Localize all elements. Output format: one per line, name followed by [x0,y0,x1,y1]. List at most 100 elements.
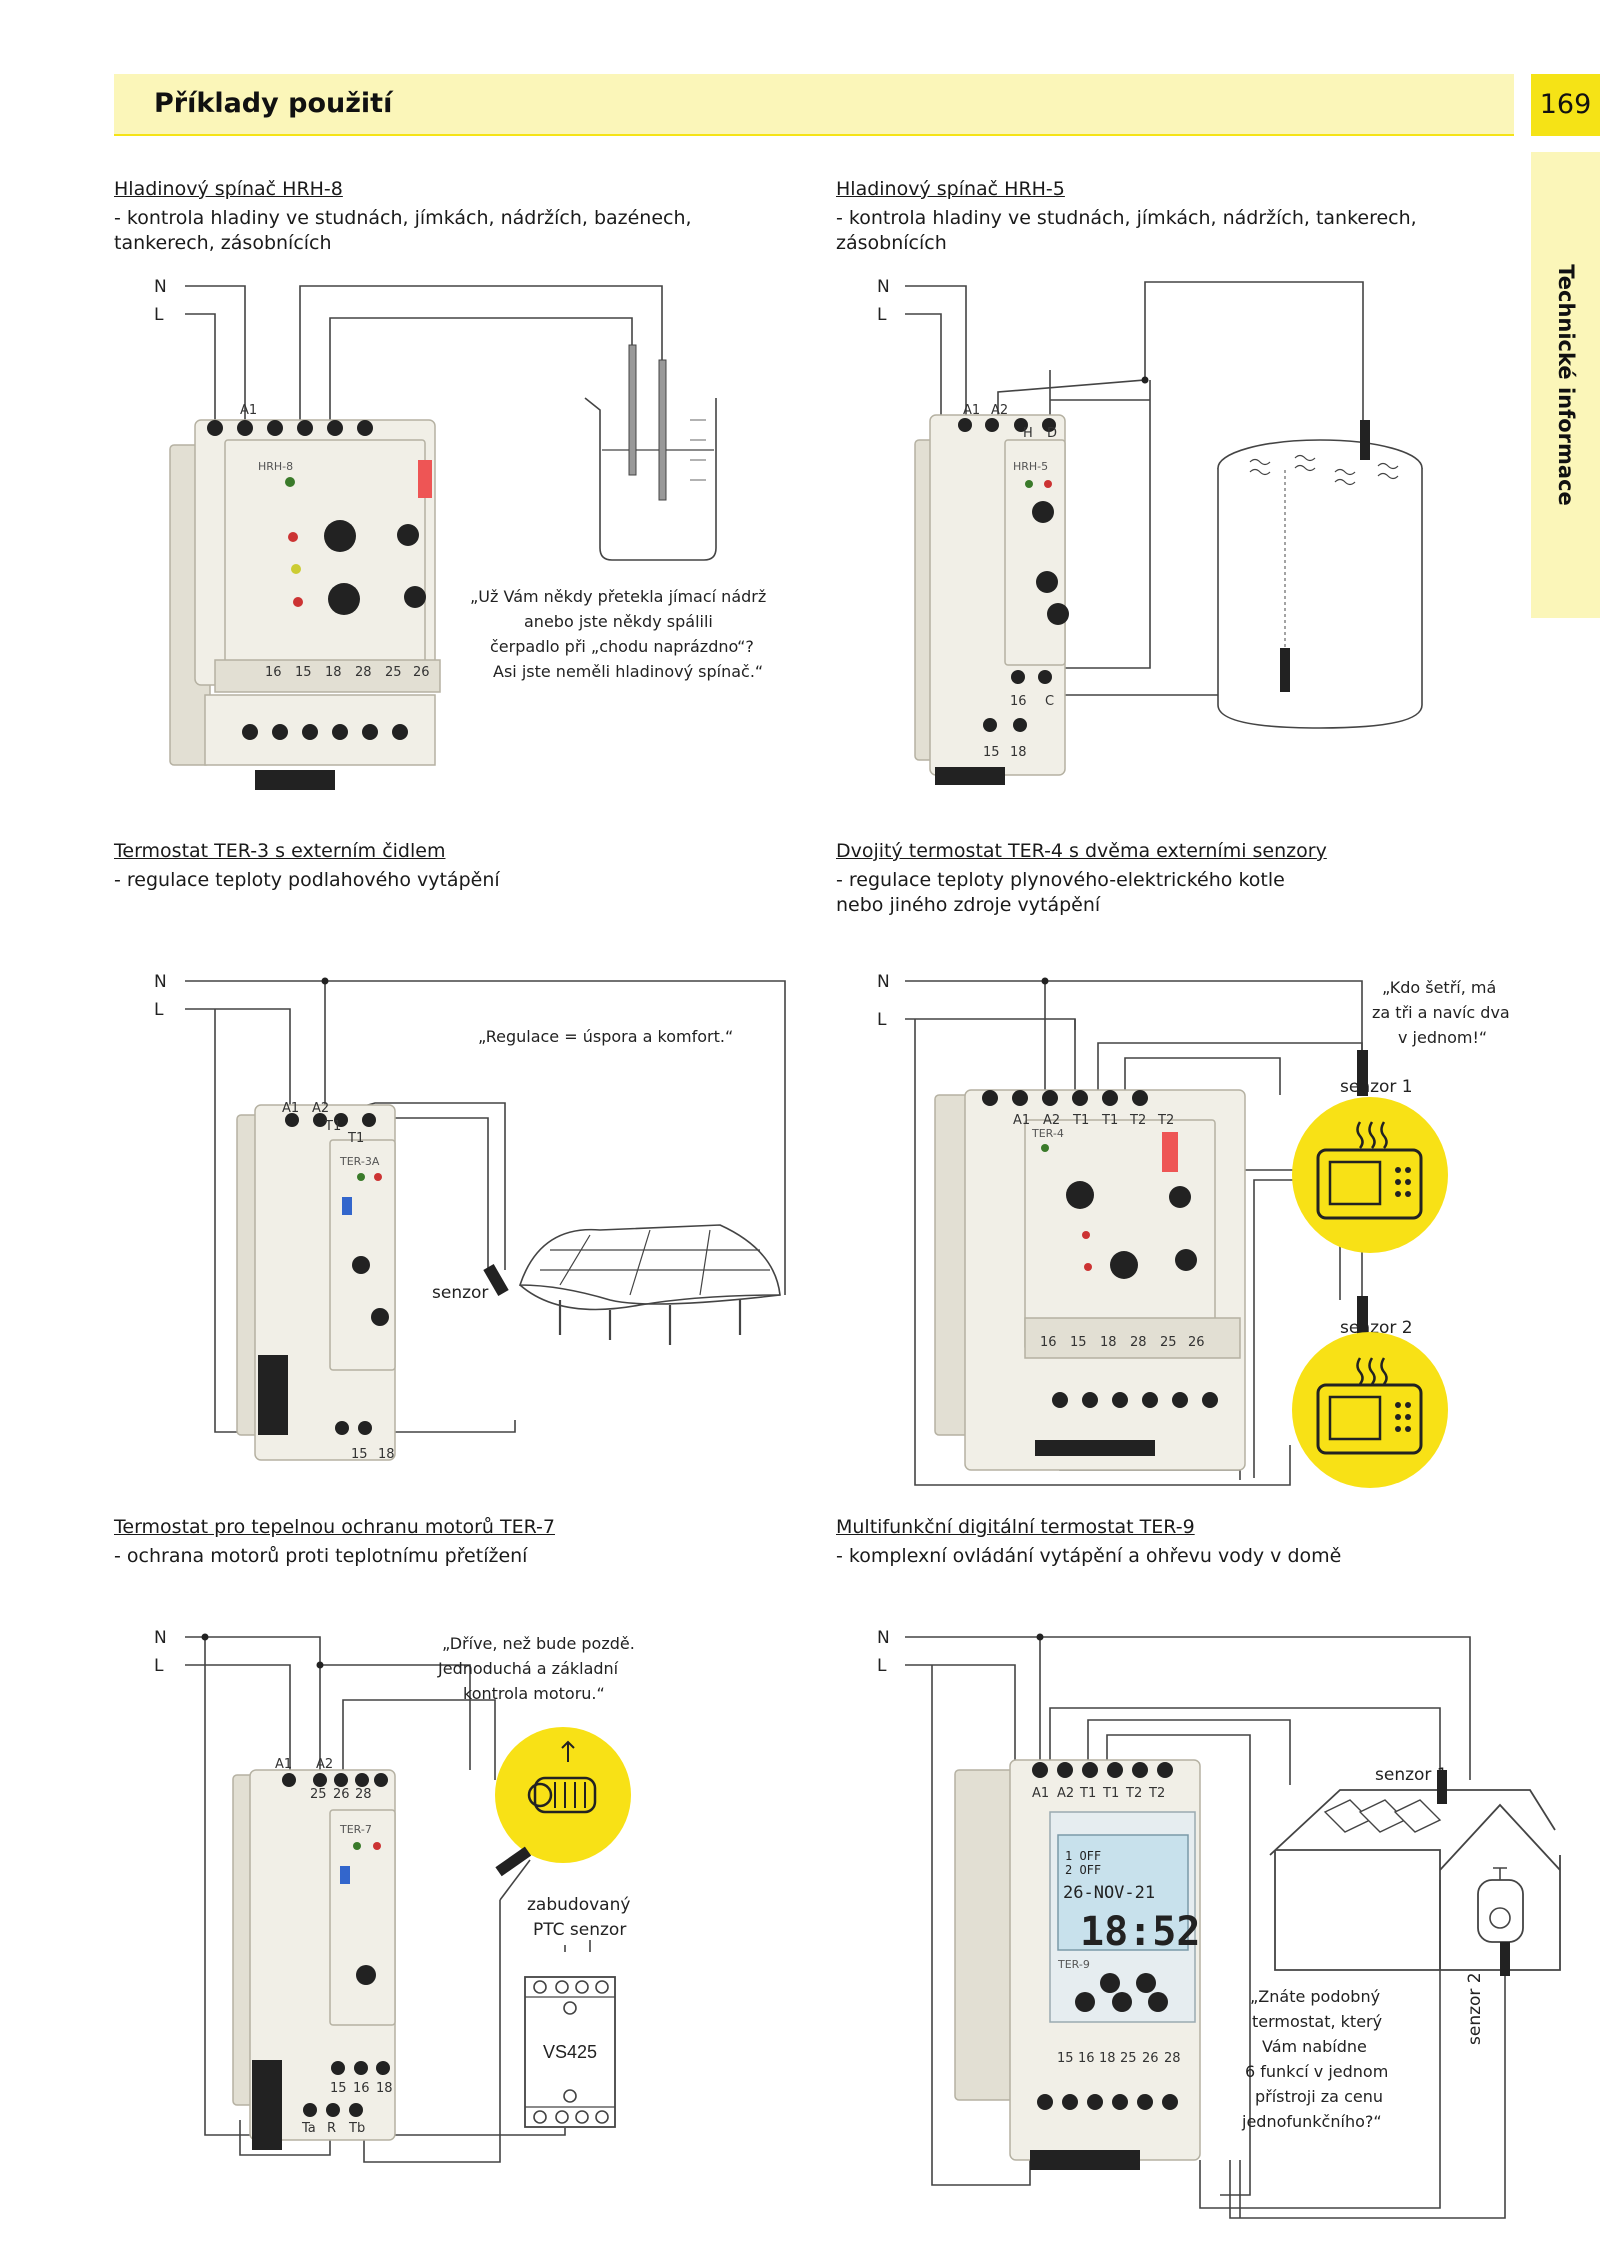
device-ter9-terminal-a2: A2 [1057,1786,1074,1801]
quote-ter7: „Dříve, než bude pozdě. Jednoduchá a zák… [437,1634,635,1703]
section-desc-ter7: - ochrana motorů proti teplotnímu přetíž… [114,1545,528,1567]
beaker-icon [584,344,717,561]
device-ter7-label: TER-7 [339,1823,372,1836]
quote-line: „Regulace = úspora a komfort.“ [478,1027,733,1046]
label-l: L [877,305,887,325]
section-title-hrh5: Hladinový spínač HRH-5 [836,178,1065,200]
device-hrh5-terminal-18: 18 [1010,745,1027,760]
label-n: N [154,277,167,297]
sensor-1-probe [1357,1050,1368,1096]
tank-icon [1217,420,1423,729]
section-title-ter3: Termostat TER-3 s externím čidlem [114,840,446,862]
label-l: L [877,1010,887,1030]
device-ter4-terminal-28: 28 [1130,1335,1147,1350]
device-ter7-terminal-18: 18 [376,2081,393,2096]
quote-ter9: „Znáte podobný termostat, který Vám nabí… [1241,1987,1388,2131]
device-hrh5-terminal-d: D [1047,426,1057,441]
diagram-ter3: N L senzor „Regulace = úspora a komfort.… [154,972,786,1462]
ter9-button [1100,1973,1120,1993]
device-hrh8-terminal-16: 16 [265,665,282,680]
device-ter7-terminal-25: 25 [310,1787,327,1802]
page-title: Příklady použití [154,88,393,119]
page-header: Příklady použití [114,74,1514,136]
device-hrh8-label: HRH-8 [258,460,293,473]
device-hrh5-label: HRH-5 [1013,460,1048,473]
device-ter9-terminal-25: 25 [1120,2051,1137,2066]
device-hrh8: HRH-8 16 15 18 28 25 26 [169,419,441,790]
sensor-1-label: senzor 1 [1375,1765,1448,1785]
boiler-icon [1292,1332,1448,1488]
device-hrh8-terminal-28: 28 [355,665,372,680]
device-hrh8-terminal-a1: A1 [240,403,257,418]
terminal-top-labels: A1 A1 A2 H D A1 A2 T1 T1 A1 A2 T1 T1 T2 … [240,403,1174,1801]
device-ter4-terminal-15: 15 [1070,1335,1087,1350]
sensor-1-label: senzor 1 [1340,1077,1413,1097]
device-ter4-terminal-18: 18 [1100,1335,1117,1350]
device-hrh5-terminal-a2: A2 [991,403,1008,418]
device-hrh5: HRH-5 16 C 15 18 [914,414,1069,785]
device-ter4-terminal-26: 26 [1188,1335,1205,1350]
device-ter9-terminal-t2b: T2 [1148,1786,1165,1801]
diagram-ter4: N L senzor 1 senzor 2 [877,972,1510,1488]
vs425-module: VS425 [524,1976,616,2128]
floor-heating-icon [483,1224,781,1345]
section-title-hrh8: Hladinový spínač HRH-8 [114,178,343,200]
device-ter4-label: TER-4 [1031,1127,1064,1140]
device-ter3-label: TER-3A [339,1155,380,1168]
device-ter7-terminal-tb: Tb [348,2121,365,2136]
device-ter4-terminal-a1: A1 [1013,1113,1030,1128]
quote-line: Vám nabídne [1262,2037,1367,2056]
diagram-ter9: N L senzor 1 s [877,1628,1561,2219]
ter9-button [1136,1973,1156,1993]
diagram-ter7: N L „Dříve, než bude pozdě. Jednoduchá a… [154,1628,635,2163]
label-n: N [154,1628,167,1648]
quote-line: jednofunkčního?“ [1241,2112,1382,2131]
device-ter4-terminal-16: 16 [1040,1335,1057,1350]
device-ter3: TER-3A 15 18 [236,1104,396,1462]
device-ter9-label: TER-9 [1057,1958,1090,1971]
device-ter9-terminal-18: 18 [1099,2051,1116,2066]
device-ter7-terminal-a1: A1 [275,1757,292,1772]
quote-line: „Dříve, než bude pozdě. [442,1634,635,1653]
device-ter9-terminal-a1: A1 [1032,1786,1049,1801]
device-ter7-terminal-16: 16 [353,2081,370,2096]
device-ter9-terminal-15: 15 [1057,2051,1074,2066]
label-n: N [877,277,890,297]
quote-line: v jednom!“ [1398,1028,1487,1047]
quote-line: anebo jste někdy spálili [524,612,713,631]
ter9-button [1148,1992,1168,2012]
diagram-hrh8: N L HRH-8 [154,277,766,790]
quote-line: „Už Vám někdy přetekla jímací nádrž [470,587,766,606]
device-hrh5-terminal-h: H [1023,426,1033,441]
quote-line: přístroji za cenu [1255,2087,1383,2106]
label-l: L [154,1000,164,1020]
quote-line: Jednoduchá a základní [437,1659,619,1678]
diagram-hrh5: N L HRH-5 [877,277,1423,785]
device-hrh5-terminal-16: 16 [1010,694,1027,709]
device-hrh8-terminal-18: 18 [325,665,342,680]
device-ter3-terminal-18: 18 [378,1447,395,1462]
device-ter9-terminal-t2: T2 [1125,1786,1142,1801]
sensor-2-label: senzor 2 [1465,1972,1485,2045]
device-ter7-terminal-r: R [327,2121,336,2136]
device-ter4-terminal-t1b: T1 [1101,1113,1118,1128]
quote-line: Asi jste neměli hladinový spínač.“ [493,662,763,681]
quote-line: za tři a navíc dva [1372,1003,1510,1022]
page-number: 169 [1531,74,1600,136]
device-ter3-terminal-a2: A2 [312,1101,329,1116]
label-l: L [154,1656,164,1676]
boiler-icon [1292,1097,1448,1253]
label-n: N [154,972,167,992]
quote-line: „Znáte podobný [1250,1987,1380,2006]
device-ter7-terminal-ta: Ta [301,2121,316,2136]
quote-line: čerpadlo při „chodu naprázdno“? [490,637,754,656]
device-ter9-terminal-28: 28 [1164,2051,1181,2066]
device-ter9-terminal-t1: T1 [1079,1786,1096,1801]
device-ter3-terminal-a1: A1 [282,1101,299,1116]
ter9-button [1075,1992,1095,2012]
side-tab: Technické informace [1531,152,1600,618]
device-ter7-terminal-28: 28 [355,1787,372,1802]
device-ter3-terminal-15: 15 [351,1447,368,1462]
quote-line: termostat, který [1252,2012,1382,2031]
lcd-line-2: 2 OFF [1065,1863,1101,1877]
